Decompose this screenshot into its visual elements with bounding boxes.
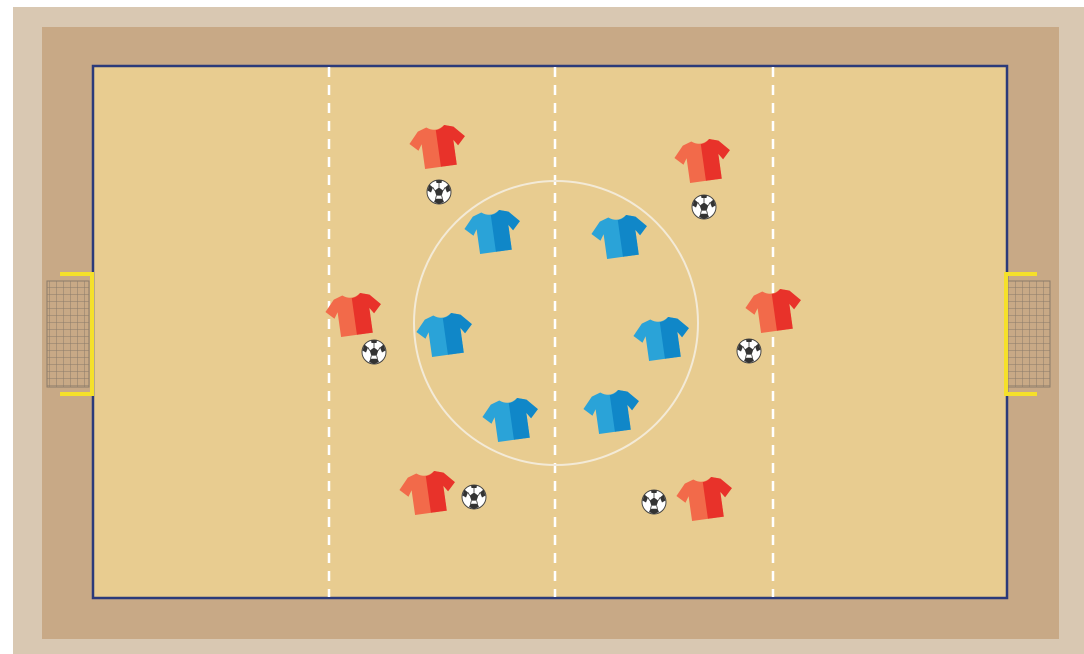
soccer-ball-icon — [462, 485, 486, 509]
soccer-ball-icon — [362, 340, 386, 364]
soccer-ball-icon — [427, 180, 451, 204]
goal-left — [47, 274, 92, 394]
soccer-ball-icon — [737, 339, 761, 363]
goal-net-icon — [47, 281, 89, 387]
court-floor — [93, 66, 1007, 598]
soccer-ball-icon — [642, 490, 666, 514]
goal-right — [1006, 274, 1050, 394]
goal-net-icon — [1008, 281, 1050, 387]
soccer-ball-icon — [692, 195, 716, 219]
